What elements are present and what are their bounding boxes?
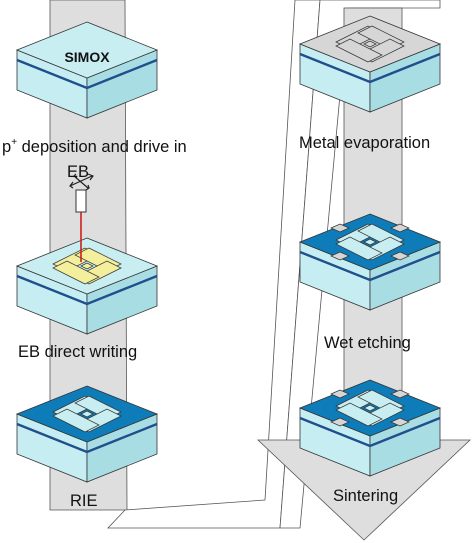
buried-oxide-line [16,274,158,306]
pattern-center [80,410,94,418]
p-deposition-label: p+ deposition and drive in [2,137,187,156]
eb-writing-label: EB direct writing [18,343,137,361]
eb-deflection-icon [69,173,94,191]
chip-sintering [298,379,442,477]
p-deposition-rest: deposition and drive in [17,138,187,156]
pinwheel-pattern [335,25,405,63]
chip-simox [15,21,159,119]
pattern-quadrant [335,402,383,427]
metal-pad [390,389,410,399]
pattern-quadrant [335,236,383,261]
pinwheel-pattern [330,223,410,261]
pinwheel-pattern [52,395,122,433]
chip-p-deposition [15,237,159,335]
pattern-center [363,40,377,48]
pattern-quadrant [335,38,383,63]
chip-metal [298,15,442,113]
labels: SIMOX p+ deposition and drive in EB EB d… [2,49,430,510]
eb-gun-body [75,189,87,213]
flow-band-diagonal [107,0,321,529]
pattern-center [363,238,377,246]
p-deposition-prefix: p [2,138,11,156]
simox-chip-label: SIMOX [64,49,110,65]
buried-oxide-line [16,58,158,90]
metal-pad [330,223,350,233]
pattern-quadrant [52,408,100,433]
eb-source [69,173,94,262]
buried-oxide-line [299,250,441,282]
chip-wet-etching [298,213,442,311]
buried-oxide-line [299,416,441,448]
buried-oxide-line [299,52,441,84]
pattern-center [80,262,94,270]
chips [15,15,442,483]
eb-label: EB [67,163,89,181]
rie-label: RIE [70,492,98,510]
p-deposition-sup: + [11,137,17,148]
pattern-center [363,404,377,412]
metal-pad [390,251,410,261]
chip-rie [15,385,159,483]
wet-etching-label: Wet etching [324,334,411,352]
sintering-label: Sintering [333,487,398,505]
metal-pad [330,417,350,427]
pattern-quadrant [52,260,100,285]
metal-pad [390,417,410,427]
chip-top-face [15,21,159,79]
buried-oxide-line [16,422,158,454]
metal-pad [330,389,350,399]
pinwheel-pattern [330,389,410,427]
metal-evaporation-label: Metal evaporation [299,134,430,152]
pinwheel-pattern [52,247,122,285]
metal-pad [390,223,410,233]
metal-pad [330,251,350,261]
